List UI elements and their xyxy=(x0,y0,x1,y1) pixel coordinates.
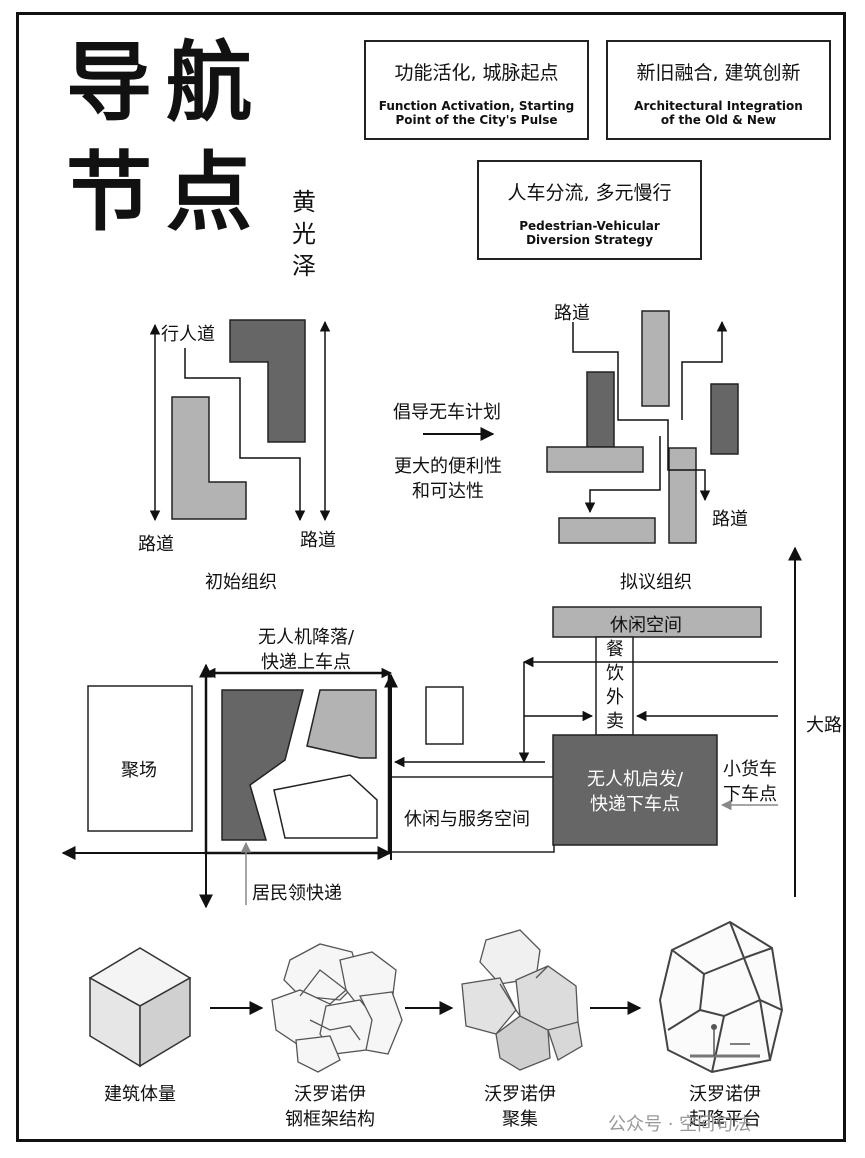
process-step-label: 沃罗诺伊 聚集 xyxy=(484,1084,556,1130)
leisure-space-label: 休闲空间 xyxy=(610,615,682,636)
cube-icon xyxy=(88,947,192,1068)
building-dark xyxy=(229,319,306,443)
strategy-title: 功能活化, 城脉起点 xyxy=(394,62,559,84)
process-step-label: 建筑体量 xyxy=(104,1084,176,1105)
site-plan xyxy=(61,546,802,909)
title-char: 点 xyxy=(166,142,252,243)
voronoi-cluster-icon xyxy=(461,929,583,1071)
plaza-label: 聚场 xyxy=(121,760,157,781)
drone-launch-label: 无人机启发/ 快递下车点 xyxy=(586,769,684,815)
strategy-title: 新旧融合, 建筑创新 xyxy=(636,62,801,84)
main-road-label: 大路 xyxy=(806,715,842,736)
author-name: 黄 光 泽 xyxy=(292,188,316,280)
title-char: 导 xyxy=(66,32,152,133)
drone-landing-label: 无人机降落/ 快递上车点 xyxy=(257,627,355,673)
car-free-plan-label: 倡导无车计划 xyxy=(393,402,501,423)
drone-launch-block xyxy=(552,734,718,846)
initial-organization-caption: 初始组织 xyxy=(205,572,277,593)
initial-organization xyxy=(149,319,331,522)
process-sequence xyxy=(88,920,784,1074)
strategy-box-diversion: 人车分流, 多元慢行 Pedestrian-Vehicular Diversio… xyxy=(477,160,702,260)
strategy-subtitle: Pedestrian-Vehicular Diversion Strategy xyxy=(519,219,660,247)
strategy-subtitle: Architectural Integration of the Old & N… xyxy=(634,99,803,127)
strategy-box-function: 功能活化, 城脉起点 Function Activation, Starting… xyxy=(364,40,589,140)
voronoi-frame-icon xyxy=(271,943,403,1073)
proposed-organization-caption: 拟议组织 xyxy=(620,572,692,593)
strategy-title: 人车分流, 多元慢行 xyxy=(507,182,672,204)
convenience-label: 更大的便利性 和可达性 xyxy=(394,456,502,502)
catering-label: 餐 饮 外 卖 xyxy=(606,639,624,732)
road-label: 路道 xyxy=(554,303,590,324)
strategy-subtitle: Function Activation, Starting Point of t… xyxy=(378,99,575,127)
road-label: 路道 xyxy=(712,509,748,530)
leisure-service-label: 休闲与服务空间 xyxy=(404,809,530,830)
building-light xyxy=(171,396,247,520)
watermark: 公众号 · 空间句法 xyxy=(608,1114,752,1135)
title-char: 航 xyxy=(166,32,252,133)
strategy-box-integration: 新旧融合, 建筑创新 Architectural Integration of … xyxy=(606,40,831,140)
road-label: 路道 xyxy=(138,534,174,555)
voronoi-platform-icon xyxy=(658,920,784,1074)
resident-pickup-label: 居民领快递 xyxy=(252,883,342,904)
path-arrow xyxy=(184,348,306,522)
proposed-organization xyxy=(546,310,739,544)
sidewalk-label: 行人道 xyxy=(161,324,215,345)
road-label: 路道 xyxy=(300,530,336,551)
truck-dropoff-label: 小货车 下车点 xyxy=(723,759,777,805)
process-step-label: 沃罗诺伊 钢框架结构 xyxy=(285,1084,375,1130)
plaza-block xyxy=(87,685,193,832)
title-char: 节 xyxy=(66,142,152,243)
process-step-label: 沃罗诺伊 起降平台 xyxy=(689,1084,761,1130)
page-frame xyxy=(16,12,846,1142)
leisure-space-block xyxy=(552,606,762,638)
